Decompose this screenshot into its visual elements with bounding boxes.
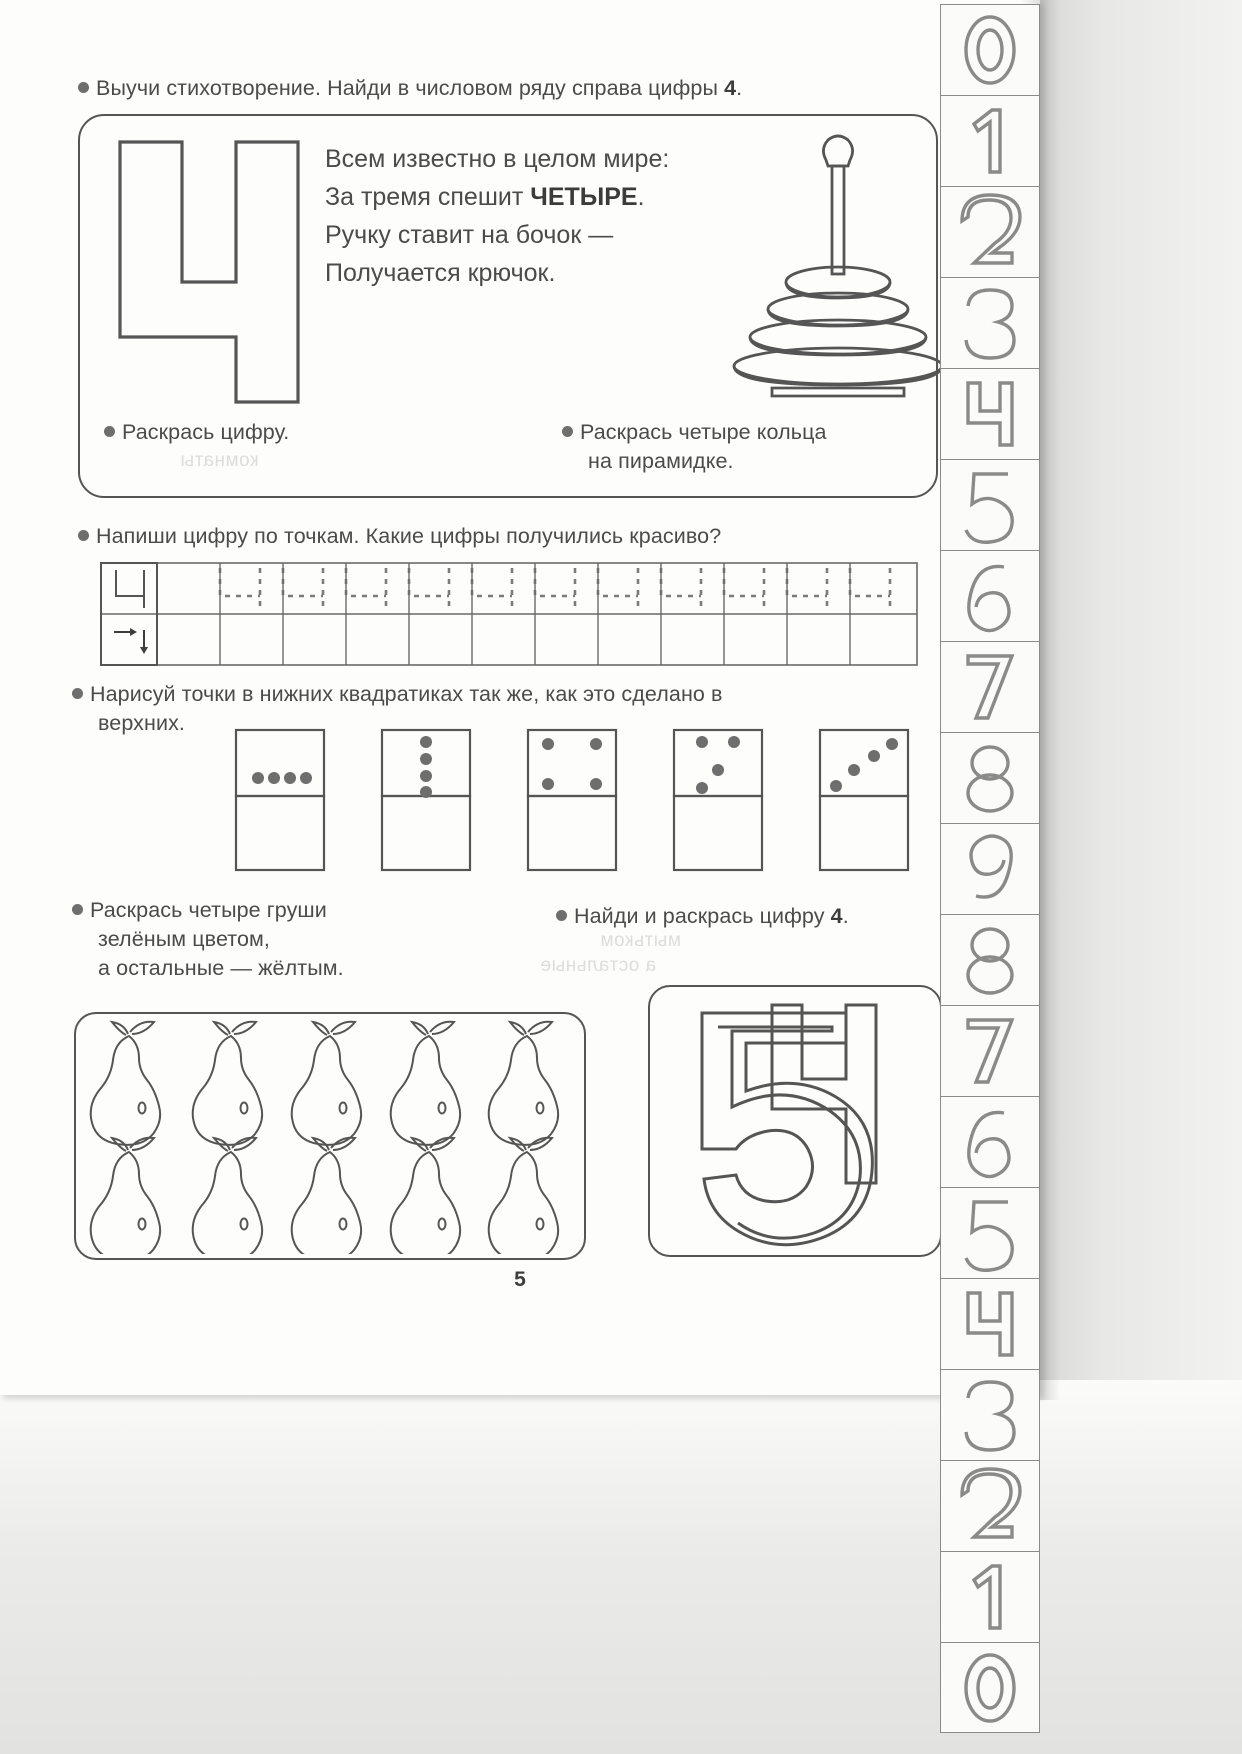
digit-5-outline xyxy=(964,1200,1014,1272)
digit-1-outline xyxy=(971,108,1002,174)
digit-8-outline xyxy=(966,745,1014,813)
bullet-icon xyxy=(104,426,115,437)
digit-1-outline xyxy=(971,1564,1002,1630)
number-cell[interactable] xyxy=(940,459,1040,550)
digit-5-outline xyxy=(964,472,1014,544)
number-cell[interactable] xyxy=(940,732,1040,823)
task-draw-dots-line2: верхних. xyxy=(98,711,186,735)
number-cell[interactable] xyxy=(940,1642,1040,1733)
digit-4-outline xyxy=(966,381,1014,447)
bullet-icon xyxy=(562,426,573,437)
bullet-icon xyxy=(72,688,83,699)
task-learn-text: Выучи стихотворение. Найди в числовом ря… xyxy=(96,76,725,100)
digit-3-outline xyxy=(964,288,1016,360)
number-cell[interactable] xyxy=(940,1460,1040,1551)
workbook-page: комнаты мытьком а остальные Выучи стихот… xyxy=(72,74,948,1291)
number-strip[interactable] xyxy=(940,4,1042,1733)
overlapping-digits-figure xyxy=(700,1003,878,1247)
number-cell[interactable] xyxy=(940,914,1040,1005)
poem-panel: Всем известно в целом мире: За тремя спе… xyxy=(78,114,944,498)
number-cell[interactable] xyxy=(940,1369,1040,1460)
task-draw-dots-line1: Нарисуй точки в нижних квадратиках так ж… xyxy=(90,682,723,706)
digit-6-outline xyxy=(967,1110,1011,1179)
digit-7-outline xyxy=(966,654,1015,720)
digit-0-outline xyxy=(964,15,1016,85)
task-learn-period: . xyxy=(736,76,743,100)
poem-line-2-text: За тремя спешит xyxy=(325,183,531,211)
pears-panel[interactable] xyxy=(74,1012,586,1262)
poem-line-1: Всем известно в целом мире: xyxy=(325,140,669,178)
number-cell[interactable] xyxy=(940,277,1040,368)
number-cell[interactable] xyxy=(940,95,1040,186)
task-color-rings: Раскрась четыре кольца на пирамидке. xyxy=(562,418,942,476)
poem-line-2: За тремя спешит ЧЕТЫРЕ. xyxy=(325,178,669,216)
task-learn-poem: Выучи стихотворение. Найди в числовом ря… xyxy=(78,74,948,103)
bullet-icon xyxy=(556,910,567,921)
task-color-rings-line2: на пирамидке. xyxy=(588,449,734,473)
domino-cards-row[interactable] xyxy=(232,726,912,874)
digit-4-outline xyxy=(966,1291,1014,1357)
digit-9-outline xyxy=(969,834,1013,899)
digit-6-outline xyxy=(967,564,1011,633)
number-cell[interactable] xyxy=(940,641,1040,732)
poem-line-1-text: Всем известно в целом мире: xyxy=(325,145,670,173)
task-write-digit-text: Напиши цифру по точкам. Какие цифры полу… xyxy=(96,524,722,548)
find-four-panel[interactable] xyxy=(648,985,942,1257)
number-cell[interactable] xyxy=(940,186,1040,277)
task-draw-dots: Нарисуй точки в нижних квадратиках так ж… xyxy=(72,680,922,738)
task-color-digit: Раскрась цифру. xyxy=(104,418,404,447)
number-cell[interactable] xyxy=(940,368,1040,459)
poem-line-3: Ручку ставит на бочок — xyxy=(325,216,669,254)
digit-8-outline xyxy=(966,927,1014,995)
digit-2-outline xyxy=(960,1467,1022,1539)
poem-line-4-text: Получается крючок. xyxy=(325,259,556,287)
number-cell[interactable] xyxy=(940,1005,1040,1096)
task-color-pears: Раскрась четыре груши зелёным цветом, а … xyxy=(72,896,532,983)
number-cell[interactable] xyxy=(940,1551,1040,1642)
task-find-four-period: . xyxy=(842,904,849,928)
digit-7-outline xyxy=(966,1018,1015,1084)
task-color-rings-line1: Раскрась четыре кольца xyxy=(580,420,827,444)
number-cell[interactable] xyxy=(940,4,1040,95)
poem-line-3-text: Ручку ставит на бочок — xyxy=(325,221,614,249)
poem-line-2-after: . xyxy=(637,183,645,211)
digit-3-outline xyxy=(964,1380,1016,1452)
big-outline-digit-four xyxy=(118,140,300,404)
task-find-four: Найди и раскрась цифру 4. xyxy=(556,902,936,931)
task-color-pears-line1: Раскрась четыре груши xyxy=(90,898,327,922)
poem-text: Всем известно в целом мире: За тремя спе… xyxy=(325,140,669,292)
number-cell[interactable] xyxy=(940,1278,1040,1369)
number-cell[interactable] xyxy=(940,1096,1040,1187)
bullet-icon xyxy=(78,82,89,93)
digit-2-outline xyxy=(960,193,1022,265)
number-cell[interactable] xyxy=(940,823,1040,914)
bullet-icon xyxy=(78,530,89,541)
task-find-four-digit: 4 xyxy=(830,904,843,928)
number-cell[interactable] xyxy=(940,550,1040,641)
poem-line-2-bold: ЧЕТЫРЕ xyxy=(530,183,638,211)
poem-line-4: Получается крючок. xyxy=(325,254,669,292)
task-color-pears-line2: зелёным цветом, xyxy=(98,927,270,951)
dotted-writing-grid[interactable] xyxy=(100,562,918,666)
number-cell[interactable] xyxy=(940,1187,1040,1278)
page-number: 5 xyxy=(514,1268,526,1291)
bullet-icon xyxy=(72,904,83,915)
task-write-digit: Напиши цифру по точкам. Какие цифры полу… xyxy=(78,522,938,551)
toy-pyramid-icon xyxy=(732,134,944,398)
task-learn-digit: 4 xyxy=(724,76,737,100)
task-find-four-text: Найди и раскрась цифру xyxy=(574,904,831,928)
digit-0-outline xyxy=(964,1652,1016,1723)
task-color-digit-text: Раскрась цифру. xyxy=(122,420,290,444)
pears-group xyxy=(89,1020,560,1262)
task-color-pears-line3: а остальные — жёлтым. xyxy=(98,956,344,980)
scan-background-bottom xyxy=(0,1380,1242,1754)
